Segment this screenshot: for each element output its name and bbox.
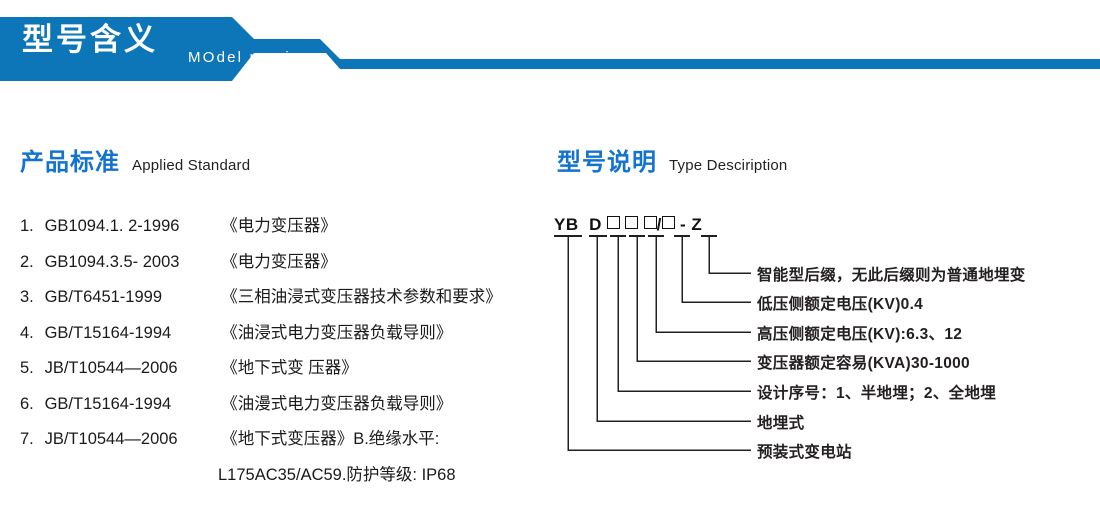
list-item-number: 6. — [20, 394, 34, 413]
diagram-label: 智能型后缀，无此后缀则为普通地埋变 — [757, 267, 1026, 284]
list-item-name: 《地下式变 压器》 — [221, 359, 358, 377]
list-item-number: 4. — [20, 323, 34, 342]
list-item-code: GB1094.1. 2-1996 — [44, 217, 180, 235]
list-item-name: 《三相油浸式变压器技术参数和要求》 — [221, 288, 502, 306]
diagram-label: 预装式变电站 — [757, 444, 852, 461]
diagram-label: 低压侧额定电压(KV)0.4 — [757, 296, 924, 313]
code-segment-yb: YB — [554, 215, 579, 234]
section-heading-cn: 产品标准 — [20, 149, 120, 176]
list-item-number: 1. — [20, 217, 34, 235]
list-item-code: GB1094.3.5- 2003 — [44, 252, 180, 271]
list-item-number: 7. — [20, 430, 34, 448]
banner-title-chinese: 型号含义 — [22, 22, 158, 57]
diagram-label: 高压侧额定电压(KV):6.3、12 — [757, 326, 963, 343]
diagram-label: 设计序号：1、半地埋；2、全地埋 — [757, 385, 997, 402]
list-item: 1. GB1094.1. 2-1996 《电力变压器》 — [20, 218, 540, 235]
type-description-diagram: YB D / - Z — [548, 210, 1093, 460]
list-item: 7. JB/T10544—2006 《地下式变压器》B.绝缘水平: — [20, 431, 540, 448]
code-placeholder-box — [625, 216, 639, 229]
list-item: 2. GB1094.3.5- 2003 《电力变压器》 — [20, 252, 540, 271]
list-item: 5. JB/T10544—2006 《地下式变 压器》 — [20, 360, 540, 377]
list-item-code: GB/T15164-1994 — [44, 394, 172, 413]
list-item: 4. GB/T15164-1994 《油浸式电力变压器负载导则》 — [20, 323, 540, 342]
list-item: 6. GB/T15164-1994 《油漫式电力变压器负载导则》 — [20, 394, 540, 413]
list-item-code: JB/T10544—2006 — [44, 430, 178, 448]
list-item-name: 《地下式变压器》B.绝缘水平: — [221, 430, 440, 448]
banner-title-english: MOdel maning — [188, 49, 312, 66]
list-item-name: 《电力变压器》 — [221, 252, 337, 271]
list-item-code: GB/T6451-1999 — [44, 288, 163, 306]
list-item: 3. GB/T6451-1999 《三相油浸式变压器技术参数和要求》 — [20, 289, 540, 306]
list-item-name: 《油漫式电力变压器负载导则》 — [221, 394, 453, 413]
code-placeholder-box — [661, 216, 675, 229]
list-item-number: 3. — [20, 288, 34, 306]
banner-shape — [0, 17, 1100, 81]
code-segment-d: D — [583, 215, 602, 234]
section-heading-applied-standard: 产品标准 Applied Standard — [20, 142, 250, 177]
list-item-continuation: L175AC35/AC59.防护等级: IP68 — [218, 465, 456, 484]
code-segment-slash: / — [656, 215, 662, 234]
section-heading-cn: 型号说明 — [557, 149, 657, 176]
code-segment-dash-z: - Z — [680, 215, 703, 234]
applied-standard-list: 1. GB1094.1. 2-1996 《电力变压器》 2. GB1094.3.… — [20, 218, 540, 483]
section-heading-en: Applied Standard — [132, 157, 251, 174]
page-header-banner — [0, 17, 1100, 81]
diagram-label: 地埋式 — [757, 415, 805, 432]
list-item-number: 2. — [20, 252, 34, 271]
list-item-number: 5. — [20, 359, 34, 377]
model-code-string: YB D / - Z — [554, 216, 702, 233]
code-placeholder-box — [607, 216, 621, 229]
diagram-leader-lines — [554, 235, 751, 451]
code-placeholder-box — [643, 216, 657, 229]
section-heading-en: Type Desciription — [669, 157, 788, 174]
list-item-name: 《电力变压器》 — [221, 217, 337, 235]
section-heading-type-description: 型号说明 Type Desciription — [557, 142, 787, 177]
list-item-code: JB/T10544—2006 — [44, 359, 178, 377]
list-item-code: GB/T15164-1994 — [44, 323, 172, 342]
list-item-name: 《油浸式电力变压器负载导则》 — [221, 323, 453, 342]
diagram-label: 变压器额定容易(KVA)30-1000 — [757, 355, 970, 372]
